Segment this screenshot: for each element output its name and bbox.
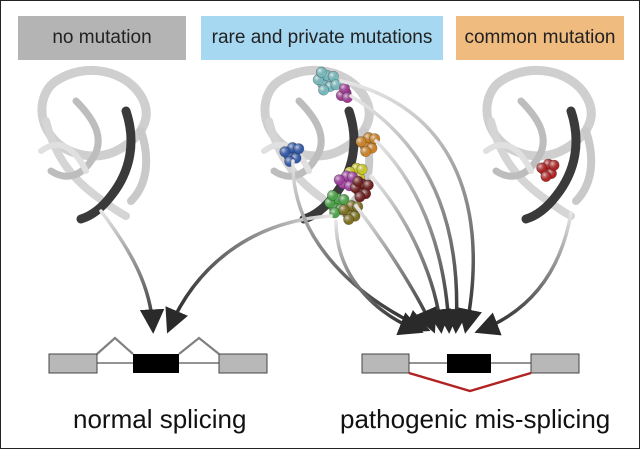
atom-highlight: [327, 190, 338, 201]
atom-highlight: [339, 83, 350, 94]
atom-highlight: [334, 174, 345, 185]
atom-highlight: [540, 171, 552, 182]
atom-highlight: [338, 194, 350, 205]
atom-highlight: [354, 191, 366, 202]
mutation-cluster-magenta-top: [335, 82, 353, 104]
atom-highlight: [356, 164, 368, 175]
protein-structure-wildtype: [37, 65, 151, 224]
atom-highlight: [338, 204, 350, 215]
splice-junction-left: [96, 336, 134, 355]
gene-normal-splicing: [48, 336, 268, 374]
mutation-cluster-green: [324, 189, 350, 219]
arrow-rare-to-normal: [165, 214, 333, 334]
mutation-cluster-red-common: [536, 158, 560, 182]
arrow-rare-to-mis-3: [374, 139, 461, 334]
atom-highlight: [316, 66, 327, 78]
atom-highlight: [343, 214, 354, 225]
atom-highlight: [352, 176, 364, 187]
label-no-mutation: no mutation: [18, 16, 186, 60]
arrow-rare-to-mis-7: [334, 219, 424, 336]
arrow-common-to-mis: [474, 211, 573, 336]
exon-right-normal: [218, 353, 268, 374]
exon-middle-normal: [133, 354, 179, 373]
atom-highlight: [355, 136, 367, 147]
caption-normal-splicing: normal splicing: [73, 403, 247, 434]
arrow-rare-to-mis-1: [339, 79, 482, 334]
arrow-rare-to-mis-5: [354, 204, 437, 334]
mutation-sphere-clusters: [279, 66, 560, 225]
label-rare-private-mutations: rare and private mutations: [201, 16, 443, 60]
arrow-rare-to-mis-2: [349, 94, 470, 334]
atom-highlight: [328, 71, 339, 82]
splice-junction-right: [178, 336, 220, 355]
arrows: [99, 79, 573, 336]
mutation-cluster-orange: [355, 132, 381, 157]
atom-highlight: [548, 160, 560, 171]
exon-right-mis: [530, 353, 580, 374]
gene-mis-splicing: [361, 353, 580, 393]
atom-highlight: [360, 146, 371, 157]
mutation-cluster-darkred: [349, 175, 374, 203]
atom-highlight: [536, 162, 547, 174]
label-common-mutation: common mutation: [456, 16, 624, 60]
atom-highlight: [330, 79, 342, 90]
exon-middle-mis: [447, 354, 491, 373]
arrow-wildtype-to-normal: [99, 209, 165, 334]
protein-structure-common-mutation: [482, 65, 596, 224]
atom-highlight: [293, 143, 304, 154]
mutation-cluster-olive: [338, 200, 364, 225]
exon-left-normal: [48, 353, 98, 374]
arrow-rare-to-mis-4: [369, 174, 452, 334]
exon-left-mis: [361, 353, 410, 374]
atom-highlight: [279, 146, 291, 157]
protein-structure-rare-mutations: [260, 65, 374, 224]
atom-highlight: [318, 84, 329, 96]
caption-pathogenic-mis-splicing: pathogenic mis-splicing: [340, 403, 611, 434]
exon-skipping-junction: [408, 371, 532, 393]
mutation-cluster-cyan: [312, 66, 342, 96]
atom-highlight: [363, 179, 374, 191]
